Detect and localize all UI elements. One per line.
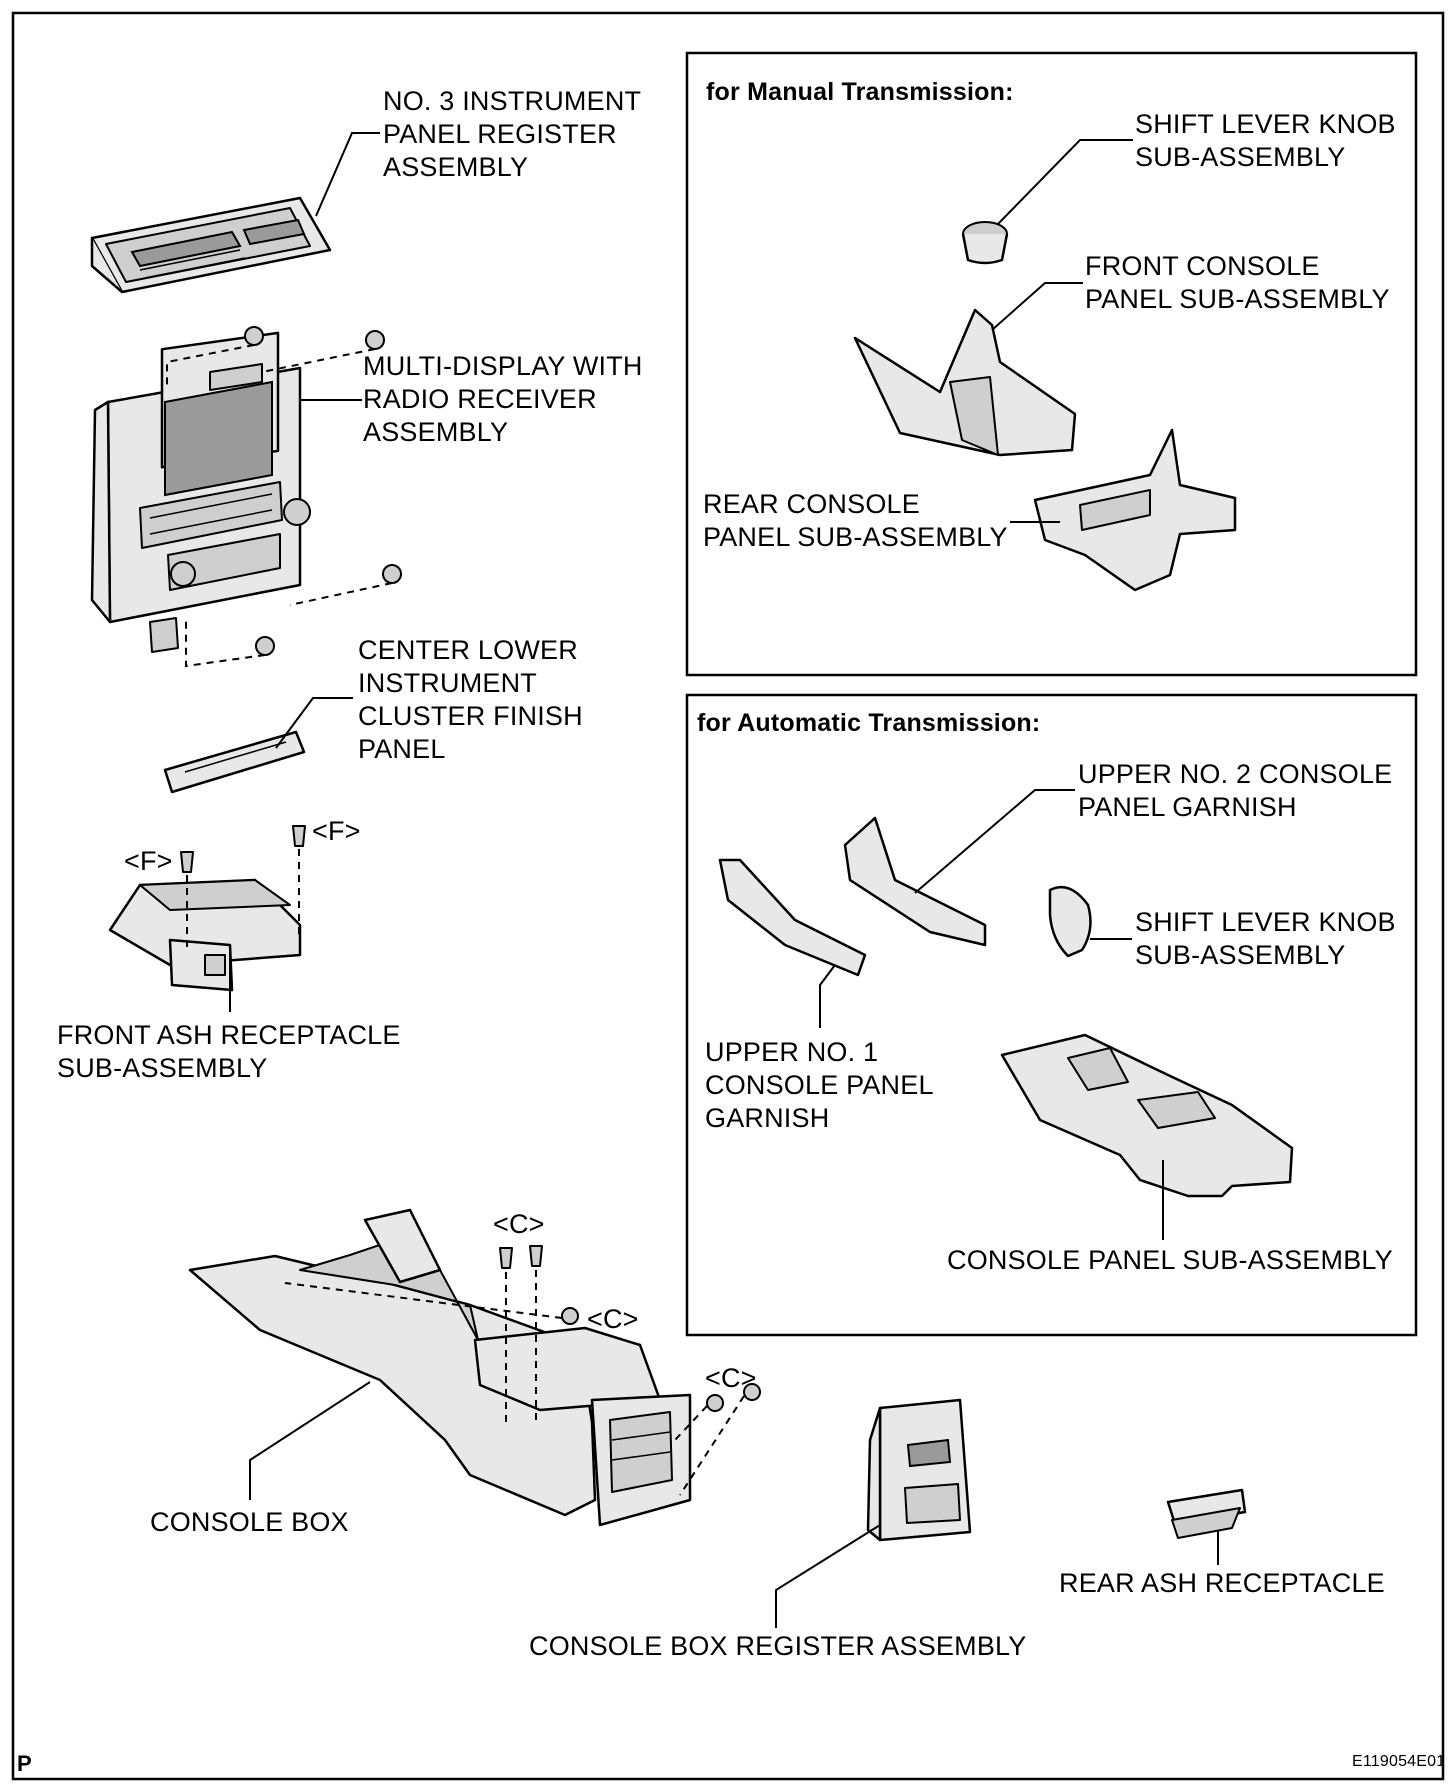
automatic-transmission-box bbox=[685, 693, 1418, 1337]
label-clip-f-1: <F> bbox=[124, 846, 173, 876]
label-console-box: CONSOLE BOX bbox=[150, 1507, 349, 1537]
screw-display-1 bbox=[244, 326, 264, 346]
label-rear-ash: REAR ASH RECEPTACLE bbox=[1059, 1568, 1385, 1598]
label-rear-console: REAR CONSOLE PANEL SUB-ASSEMBLY bbox=[703, 489, 1008, 552]
dash-display-bottom bbox=[185, 582, 393, 668]
center-lower-panel-illustration bbox=[163, 730, 306, 794]
label-console-panel: CONSOLE PANEL SUB-ASSEMBLY bbox=[947, 1245, 1393, 1275]
auto-box-heading: for Automatic Transmission: bbox=[697, 709, 1041, 737]
clip-c-screw-1 bbox=[499, 1247, 513, 1269]
upper-no1-garnish-illustration bbox=[718, 858, 867, 977]
label-auto-shift-knob: SHIFT LEVER KNOB SUB-ASSEMBLY bbox=[1135, 907, 1396, 970]
auto-shift-knob-illustration bbox=[1048, 885, 1092, 958]
screw-display-3 bbox=[382, 564, 402, 584]
leader-upper-no1 bbox=[819, 964, 836, 1028]
leader-manual-shift-knob bbox=[997, 139, 1133, 225]
manual-transmission-box bbox=[685, 51, 1418, 677]
footer-mark: P bbox=[17, 1751, 32, 1776]
front-ash-illustration bbox=[108, 878, 302, 992]
leader-front-console bbox=[991, 282, 1083, 331]
label-center-lower-panel: CENTER LOWER INSTRUMENT CLUSTER FINISH P… bbox=[358, 635, 583, 764]
multi-display-illustration bbox=[90, 331, 311, 653]
clip-c-screw-3 bbox=[561, 1307, 579, 1325]
label-upper-no1: UPPER NO. 1 CONSOLE PANEL GARNISH bbox=[705, 1037, 934, 1133]
leader-console-box-register bbox=[775, 1524, 881, 1628]
upper-no2-garnish-illustration bbox=[843, 816, 987, 947]
label-no3-register: NO. 3 INSTRUMENT PANEL REGISTER ASSEMBLY bbox=[383, 86, 642, 182]
rear-console-illustration bbox=[1033, 428, 1237, 592]
screw-display-2 bbox=[365, 330, 385, 350]
clip-c-screw-4 bbox=[706, 1394, 724, 1412]
label-clip-c-1: <C> bbox=[493, 1209, 545, 1239]
dash-display-top bbox=[166, 344, 376, 390]
front-console-illustration bbox=[853, 308, 1077, 457]
label-upper-no2: UPPER NO. 2 CONSOLE PANEL GARNISH bbox=[1078, 759, 1393, 822]
leader-upper-no2 bbox=[914, 789, 1075, 894]
screw-display-4 bbox=[255, 636, 275, 656]
clip-f-screw-2 bbox=[292, 825, 306, 847]
outer-frame bbox=[11, 11, 1445, 1781]
label-clip-f-2: <F> bbox=[312, 816, 361, 846]
label-clip-c-3: <C> bbox=[705, 1363, 757, 1393]
leader-center-lower-panel bbox=[275, 697, 353, 749]
no3-register-illustration bbox=[90, 196, 332, 294]
label-front-console: FRONT CONSOLE PANEL SUB-ASSEMBLY bbox=[1085, 251, 1390, 314]
console-box-register-illustration bbox=[866, 1398, 972, 1542]
manual-box-heading: for Manual Transmission: bbox=[706, 78, 1014, 106]
label-console-box-register: CONSOLE BOX REGISTER ASSEMBLY bbox=[529, 1631, 1027, 1661]
label-manual-shift-knob: SHIFT LEVER KNOB SUB-ASSEMBLY bbox=[1135, 109, 1396, 172]
dash-front-ash bbox=[186, 849, 300, 952]
clip-f-screw-1 bbox=[180, 851, 194, 873]
clip-c-screw-2 bbox=[529, 1245, 543, 1267]
label-front-ash: FRONT ASH RECEPTACLE SUB-ASSEMBLY bbox=[57, 1020, 401, 1083]
figure-code: E119054E01 bbox=[1352, 1753, 1446, 1770]
dash-console-box bbox=[284, 1270, 745, 1496]
console-box-illustration bbox=[188, 1208, 692, 1527]
leader-console-box bbox=[249, 1381, 371, 1500]
label-multi-display: MULTI-DISPLAY WITH RADIO RECEIVER ASSEMB… bbox=[363, 351, 643, 447]
console-panel-illustration bbox=[1000, 1033, 1294, 1198]
clip-c-screw-5 bbox=[743, 1383, 761, 1401]
label-clip-c-2: <C> bbox=[587, 1304, 639, 1334]
manual-shift-knob-illustration bbox=[961, 221, 1009, 265]
rear-ash-illustration bbox=[1166, 1488, 1247, 1539]
leader-no3-register bbox=[315, 132, 380, 217]
